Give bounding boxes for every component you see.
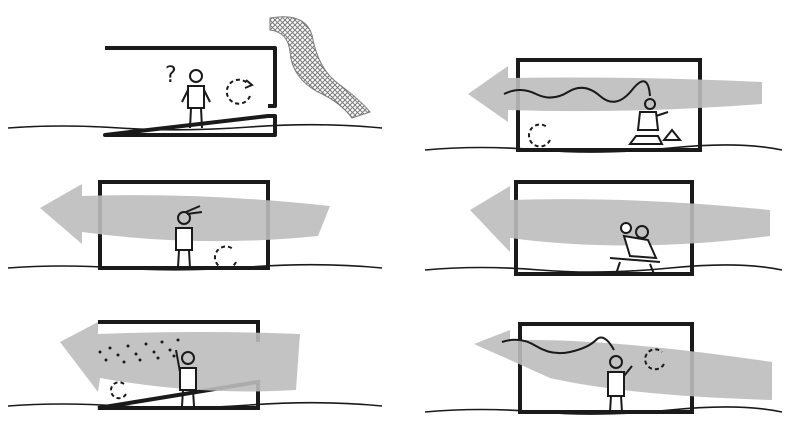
panel-smoking bbox=[410, 300, 788, 425]
room-wall bbox=[103, 46, 277, 137]
airflow-arrow bbox=[40, 184, 330, 244]
hatched-airflow bbox=[269, 16, 371, 119]
panel-5-svg bbox=[424, 180, 783, 276]
person-cooking bbox=[628, 98, 683, 145]
question-mark: ? bbox=[165, 63, 177, 88]
airflow-arrow bbox=[60, 322, 300, 392]
panel-4-svg bbox=[424, 58, 783, 153]
panel-1-svg: ? bbox=[7, 16, 383, 137]
circulation-icon bbox=[527, 123, 551, 148]
smoke-trail bbox=[503, 80, 651, 103]
circulation-arrowhead bbox=[244, 79, 254, 89]
circulation-icon bbox=[644, 348, 665, 371]
ground-line bbox=[424, 264, 783, 273]
smoke-trail bbox=[501, 336, 615, 355]
room-wall bbox=[518, 322, 694, 414]
panel-particles bbox=[0, 300, 390, 420]
person-figure bbox=[181, 69, 211, 129]
panel-hair-blowing bbox=[0, 170, 390, 280]
person-figure bbox=[175, 205, 203, 269]
panel-closed-room: ? bbox=[0, 0, 390, 145]
person-figure bbox=[175, 349, 197, 407]
panel-reclining-chair bbox=[410, 170, 788, 290]
room-wall bbox=[514, 180, 694, 276]
room-wall bbox=[516, 58, 702, 152]
panel-6-svg bbox=[424, 322, 783, 415]
airflow-arrow bbox=[474, 330, 772, 400]
airflow-arrow bbox=[468, 66, 762, 122]
particle-cloud bbox=[98, 338, 180, 364]
circulation-icon bbox=[213, 245, 237, 270]
room-wall bbox=[98, 180, 270, 270]
person-figure bbox=[607, 355, 633, 413]
airflow-arrow bbox=[470, 186, 770, 252]
panel-2-svg bbox=[7, 180, 383, 271]
person-reclining bbox=[609, 222, 661, 275]
ground-line bbox=[7, 123, 383, 131]
panel-3-svg bbox=[7, 320, 383, 410]
panel-cooking-smoke bbox=[410, 0, 788, 160]
circulation-icon bbox=[225, 78, 251, 105]
circulation-icon bbox=[109, 381, 127, 400]
